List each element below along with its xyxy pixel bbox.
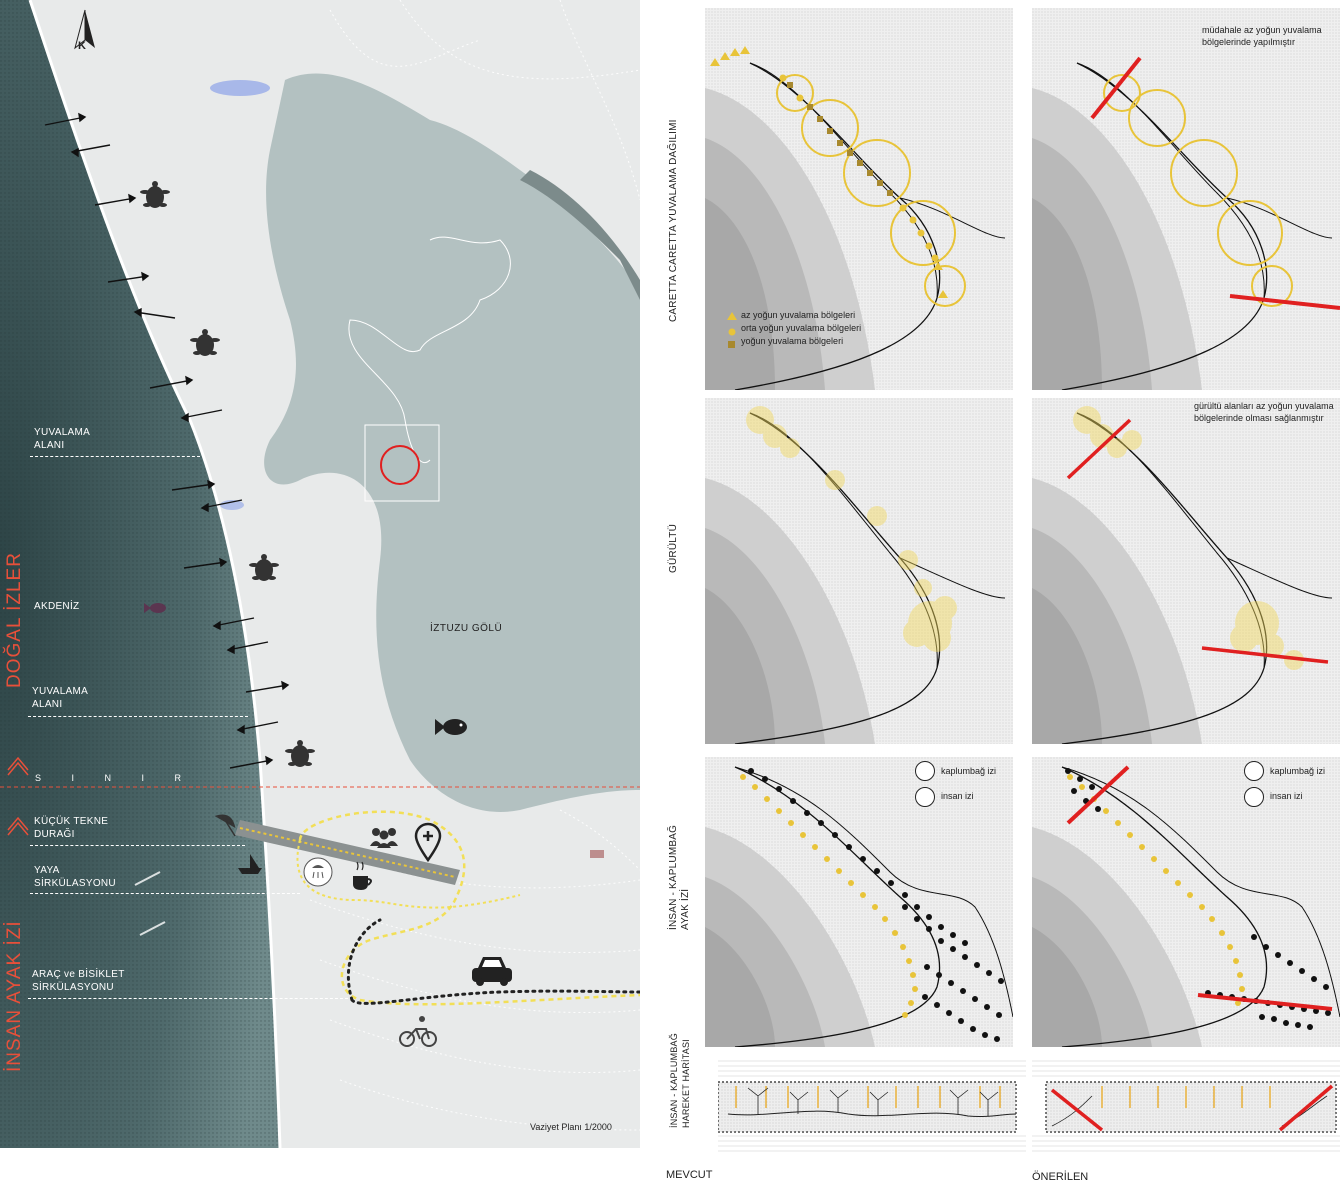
bicycle-icon — [399, 1016, 437, 1047]
legend-high-density: yoğun yuvalama bölgeleri — [741, 336, 844, 346]
panel-nesting-proposed: müdahale az yoğun yuvalama bölgelerinde … — [1032, 8, 1340, 390]
walking-person-icon — [1244, 787, 1264, 807]
row-title-noise: GÜRÜLTÜ — [668, 524, 679, 573]
panel-footprints-proposed: kaplumbağ izi insan izi — [1032, 757, 1340, 1047]
turtle-icon — [140, 181, 170, 208]
legend-human-track: insan izi — [1270, 791, 1303, 801]
turtle-icon — [190, 329, 220, 356]
legend-medium-density: orta yoğun yuvalama bölgeleri — [741, 323, 862, 333]
row-title-footprints: İNSAN - KAPLUMBAĞ AYAK İZİ — [668, 824, 691, 930]
boat-icon — [238, 854, 262, 874]
panel-footprints-existing: kaplumbağ izi insan izi — [705, 757, 1013, 1047]
scale-label: Vaziyet Planı 1/2000 — [530, 1122, 612, 1132]
small-boat-stop-label: KÜÇÜK TEKNE DURAĞI — [34, 816, 109, 840]
column-label-existing: MEVCUT — [666, 1169, 713, 1181]
panel-noise-existing — [705, 398, 1013, 744]
panel-noise-proposed: gürültü alanları az yoğun yuvalama bölge… — [1032, 398, 1340, 744]
lake-label: İZTUZU GÖLÜ — [430, 623, 503, 634]
panel-nesting-existing: az yoğun yuvalama bölgeleri orta yoğun y… — [705, 8, 1013, 390]
legend-low-density: az yoğun yuvalama bölgeleri — [741, 310, 856, 320]
umbrella-icon — [214, 814, 236, 837]
note-noise: gürültü alanları az yoğun yuvalama bölge… — [1194, 401, 1334, 423]
shower-icon — [303, 857, 333, 887]
nesting-area-label-1: YUVALAMA ALANI — [34, 427, 91, 451]
nesting-area-line-1 — [30, 456, 200, 457]
panel-movement-existing — [718, 1056, 1026, 1156]
sea-label: AKDENİZ — [34, 601, 80, 612]
north-arrow-icon — [74, 9, 95, 50]
row-title-movement-map: İNSAN - KAPLUMBAĞ HAREKET HARİTASI — [669, 1033, 691, 1128]
people-icon — [370, 828, 398, 848]
walking-person-icon — [915, 787, 935, 807]
coffee-icon — [353, 861, 372, 890]
turtle-icon — [285, 740, 315, 767]
site-plan-svg — [0, 0, 642, 1149]
location-pin-icon — [414, 822, 442, 863]
fish-icon — [144, 603, 166, 613]
pedestrian-circulation-label: YAYA SİRKÜLASYONU — [34, 865, 116, 889]
nesting-area-line-2 — [28, 716, 248, 717]
site-plan-map: K YUVALAMA ALANI AKDENİZ YUVALAMA ALANI … — [0, 0, 642, 1149]
turtle-icon — [249, 554, 279, 581]
natural-traces-title: DOĞAL İZLER — [4, 552, 25, 688]
vehicle-bicycle-circulation-line — [28, 998, 348, 999]
human-footprint-title: İNSAN AYAK İZİ — [4, 920, 25, 1072]
north-label: K — [78, 40, 86, 52]
vehicle-bicycle-circulation-label: ARAÇ ve BİSİKLET SİRKÜLASYONU — [32, 969, 125, 993]
legend-turtle-track: kaplumbağ izi — [941, 766, 997, 776]
column-label-proposed: ÖNERİLEN — [1032, 1171, 1089, 1183]
row-title-nesting-distribution: CARETTA CARETTA YUVALAMA DAĞILIMI — [668, 119, 679, 322]
turtle-track-legend-icon — [915, 761, 935, 781]
pedestrian-circulation-line — [30, 893, 300, 894]
car-icon — [472, 957, 512, 986]
nesting-area-label-2: YUVALAMA ALANI — [32, 686, 89, 710]
legend-turtle-track: kaplumbağ izi — [1270, 766, 1326, 776]
legend-human-track: insan izi — [941, 791, 974, 801]
panel-movement-proposed — [1032, 1056, 1340, 1156]
note-intervention: müdahale az yoğun yuvalama bölgelerinde … — [1202, 25, 1322, 47]
small-boat-stop-line — [30, 845, 245, 846]
border-label: S I N I R — [35, 773, 196, 783]
fish-icon — [435, 719, 467, 735]
turtle-track-legend-icon — [1244, 761, 1264, 781]
